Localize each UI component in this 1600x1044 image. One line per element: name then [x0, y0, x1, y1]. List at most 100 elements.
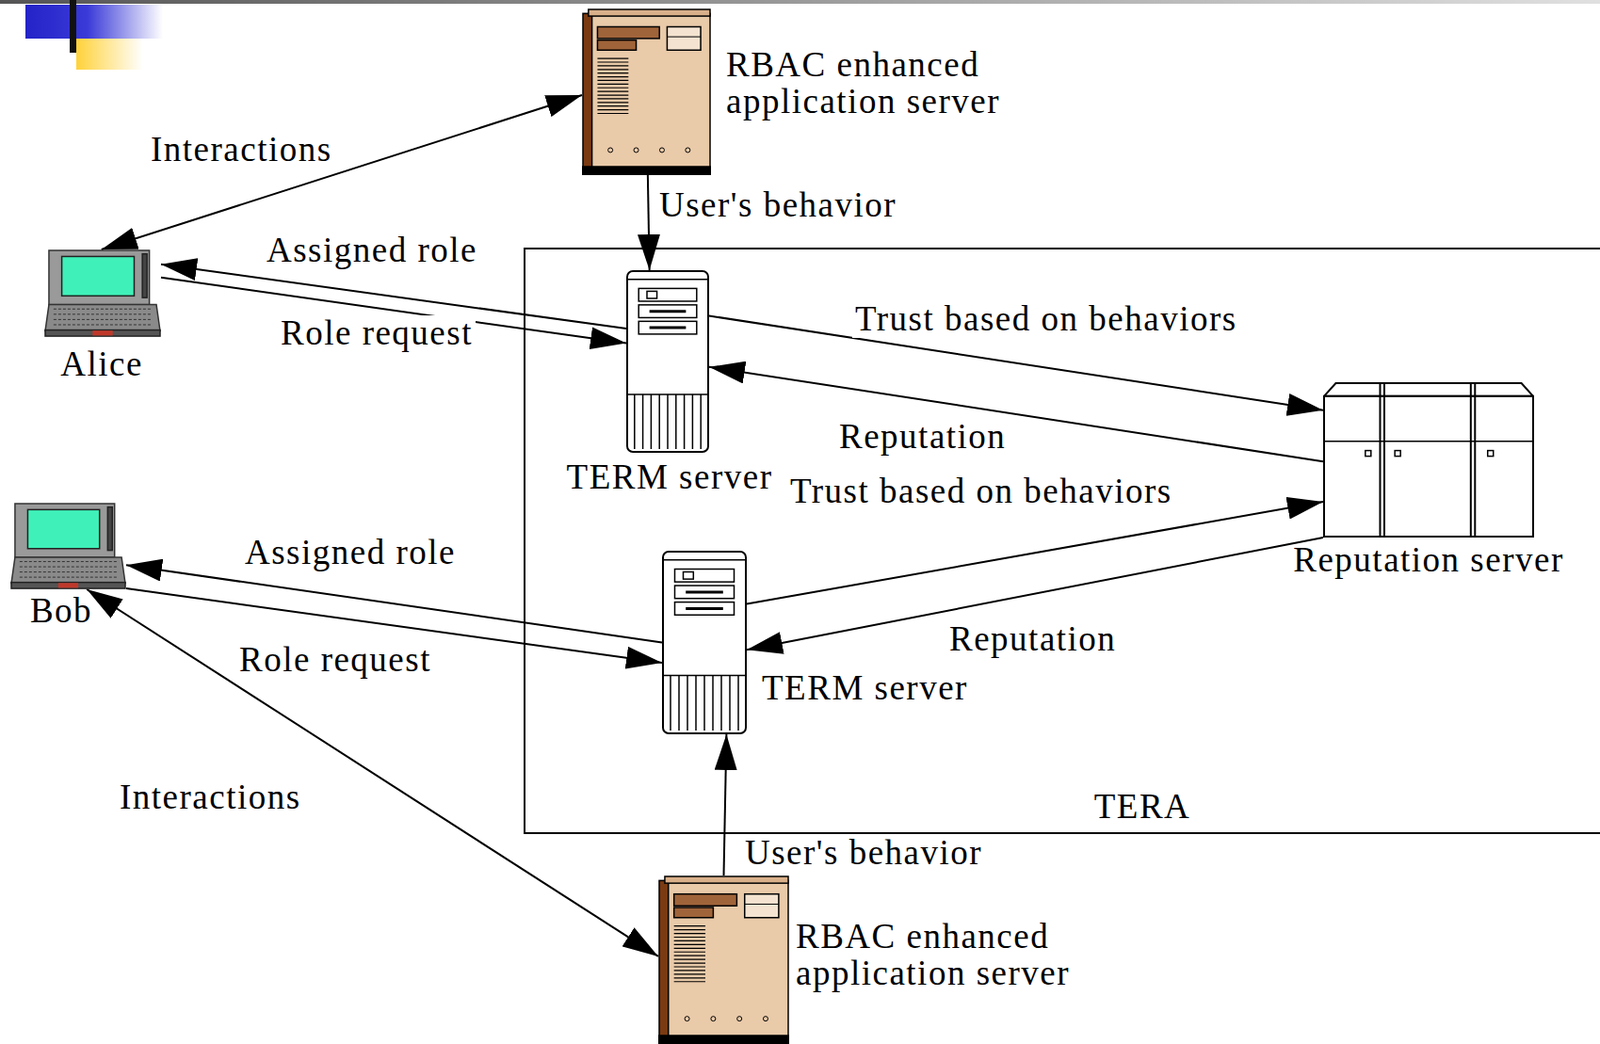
- drive-slot: [675, 602, 735, 616]
- vent-stripe: [711, 676, 714, 731]
- panel-line: [666, 36, 701, 38]
- connector-arrow: [647, 175, 650, 271]
- keyboard-row: [19, 566, 117, 568]
- grille-line: [674, 959, 706, 961]
- edge-label: Trust based on behaviors: [852, 301, 1241, 339]
- status-light: [737, 1017, 743, 1022]
- grille-line: [597, 97, 629, 99]
- server-base: [658, 1035, 790, 1044]
- grille-line: [674, 925, 706, 927]
- cabinet-roof: [1324, 383, 1534, 397]
- status-light: [711, 1017, 716, 1022]
- grille-line: [597, 68, 629, 70]
- laptop-led: [93, 331, 113, 336]
- status-light: [633, 147, 639, 153]
- term-icon: [626, 270, 710, 453]
- connector-arrow: [126, 565, 663, 643]
- drive-line: [685, 607, 724, 611]
- grille-line: [597, 76, 629, 78]
- blue-block: [25, 4, 163, 39]
- laptop-hinge: [142, 254, 147, 299]
- tower-cap: [627, 278, 709, 281]
- edge-label: Trust based on behaviors: [787, 473, 1176, 511]
- vent-stripe: [650, 394, 653, 450]
- term-icon: [662, 550, 747, 735]
- grille-line: [597, 94, 629, 96]
- server-top: [588, 9, 711, 17]
- grille-line: [674, 973, 706, 975]
- drive-bay: [674, 907, 714, 919]
- grille-line: [674, 962, 706, 964]
- vent-stripe: [699, 394, 702, 450]
- laptop-screen: [27, 509, 99, 549]
- drive-bay: [597, 40, 636, 51]
- vent-stripe: [728, 676, 731, 731]
- keyboard-row: [53, 308, 152, 310]
- grille-line: [597, 64, 629, 66]
- server-icon: [658, 875, 790, 1044]
- drive-slot: [675, 585, 735, 599]
- drive-slot: [638, 305, 697, 319]
- vent-stripe: [703, 676, 706, 731]
- keyboard-row: [53, 313, 152, 315]
- grille-line: [597, 80, 629, 81]
- vent-stripe: [686, 676, 689, 731]
- laptop-base: [11, 557, 126, 584]
- cabinet-lock: [1487, 451, 1494, 457]
- laptop-icon: [10, 502, 127, 590]
- drive-line: [649, 309, 687, 313]
- grille-line: [597, 57, 629, 59]
- vent-stripe: [666, 394, 669, 450]
- cabinet-band: [1324, 440, 1534, 443]
- keyboard-row: [19, 577, 117, 579]
- edge-label: User's behavior: [656, 187, 900, 225]
- vent-stripe: [737, 676, 740, 731]
- drive-line: [685, 590, 724, 594]
- drive-slot: [638, 321, 697, 335]
- node-label: RBAC enhanced application server: [795, 919, 1098, 993]
- server-node: RBAC enhanced application server: [581, 8, 712, 176]
- grille-line: [674, 937, 706, 938]
- node-label: TERA: [1048, 789, 1237, 826]
- grille-line: [597, 72, 629, 74]
- panel-line: [744, 904, 779, 906]
- black-bar: [69, 0, 77, 53]
- laptop-base: [45, 305, 161, 332]
- status-light: [684, 1017, 690, 1022]
- panel-box: [744, 894, 779, 919]
- cabinet-divider: [1383, 383, 1386, 537]
- status-light: [762, 1017, 768, 1022]
- term-node: TERM server: [662, 550, 747, 735]
- laptop-node: Alice: [44, 249, 162, 338]
- cabinet-divider: [1473, 383, 1476, 537]
- edge-label: Assigned role: [242, 534, 459, 572]
- grille-line: [597, 109, 629, 111]
- server-node: RBAC enhanced application server: [658, 875, 790, 1044]
- drive-bay: [597, 26, 660, 38]
- vent-stripe: [642, 394, 645, 450]
- node-label: Reputation server: [1268, 542, 1589, 580]
- edge-label: User's behavior: [742, 835, 986, 873]
- connector-arrow: [86, 589, 659, 957]
- cabinet-divider: [1378, 383, 1381, 537]
- rep-icon: [1323, 382, 1535, 538]
- grille-line: [674, 966, 706, 968]
- keyboard-row: [19, 561, 117, 563]
- grille-line: [674, 929, 706, 931]
- tower-cap: [662, 559, 746, 562]
- edge-label: Reputation: [946, 621, 1119, 659]
- grille-line: [674, 952, 706, 954]
- keyboard-row: [53, 319, 152, 321]
- grille-line: [674, 955, 706, 957]
- server-top: [664, 876, 789, 884]
- drive-led: [646, 290, 658, 299]
- cabinet-lock: [1394, 451, 1401, 457]
- server-icon: [581, 8, 712, 176]
- laptop-screen: [62, 256, 135, 296]
- laptop-node: Bob: [10, 502, 127, 590]
- status-light: [685, 147, 691, 153]
- connector-arrow: [724, 734, 728, 876]
- vent-stripe: [675, 394, 678, 450]
- grille-line: [597, 113, 629, 114]
- vent-stripe: [692, 394, 695, 450]
